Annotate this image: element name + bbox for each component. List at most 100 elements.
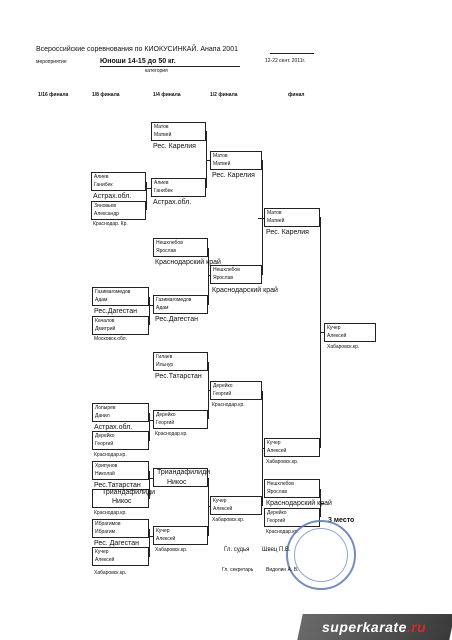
competitor-surname: Триандафилиди	[102, 489, 156, 496]
competitor-region: Рес.Татарстан	[94, 482, 141, 489]
competitor-firstname: Георгий	[267, 518, 286, 524]
competitor-firstname: Александр	[94, 211, 120, 217]
competitor-surname: Дерейко	[156, 412, 176, 418]
competitor-region: Рес. Карелия	[153, 143, 196, 150]
official-stamp-icon	[286, 520, 356, 590]
category-label: категория	[145, 68, 168, 74]
match-slot	[92, 489, 149, 508]
competitor-firstname: Алексей	[213, 506, 233, 512]
competitor-surname: Алиев	[154, 180, 169, 186]
champion-firstname: Алексей	[327, 333, 347, 339]
competitor-surname: Матов	[154, 124, 169, 130]
competitor-firstname: Дмитрий	[95, 326, 116, 332]
match-slot	[91, 172, 146, 191]
competitor-region: Краснодар. Кр.	[93, 221, 128, 227]
event-label: мероприятие	[36, 59, 67, 65]
bracket-line	[208, 506, 210, 507]
third-place-label: 3 место	[328, 517, 355, 524]
competitor-surname: Кучер	[213, 498, 227, 504]
competitor-region: Рес. Карелия	[212, 172, 255, 179]
champion-surname: Кучер	[327, 325, 341, 331]
bracket-line	[208, 478, 209, 536]
competitor-region: Краснодарский край	[212, 287, 278, 294]
match-slot	[264, 208, 320, 227]
competitor-firstname: Адам	[156, 305, 169, 311]
competitor-firstname: Ярослав	[267, 489, 288, 495]
watermark-logo: superkarate.ru	[322, 619, 426, 635]
competitor-surname: Матов	[267, 210, 282, 216]
competitor-firstname: Алексей	[95, 557, 115, 563]
competitor-surname: Лопырев	[95, 405, 116, 411]
match-slot	[92, 519, 149, 538]
match-slot	[210, 496, 262, 515]
match-slot	[151, 178, 206, 197]
bracket-line	[149, 529, 150, 557]
competitor-surname: Газимагомедов	[156, 297, 192, 303]
competitor-surname: Дерейко	[213, 383, 233, 389]
bracket-line	[262, 448, 264, 449]
match-slot	[92, 431, 149, 450]
bracket-line	[146, 182, 147, 210]
competitor-firstname: Матвей	[154, 132, 172, 138]
competitor-region: Хабаровск.кр.	[94, 570, 127, 576]
match-slot	[92, 547, 149, 566]
competitor-surname: Нешхлебов	[156, 240, 183, 246]
bracket-line	[149, 305, 153, 306]
competitor-surname: Кучер	[95, 549, 109, 555]
competitor-firstname: Никос	[167, 479, 187, 486]
bracket-line	[206, 131, 207, 188]
bracket-line	[149, 536, 153, 537]
competitor-surname: Дерейко	[95, 433, 115, 439]
competitor-surname: Кучер	[267, 440, 281, 446]
secretary-label: Гл. секретарь	[222, 567, 254, 573]
competitor-firstname: Адам	[95, 297, 108, 303]
bracket-line	[208, 275, 210, 276]
champion-region: Хабаровск.кр.	[327, 344, 360, 350]
tournament-title: Всероссийские соревнования по КИОКУСИНКА…	[36, 46, 238, 53]
match-slot	[153, 352, 208, 371]
competitor-region: Хабаровск.кр.	[266, 459, 299, 465]
competitor-firstname: Никос	[112, 498, 132, 505]
competitor-region: Рес.Татарстан	[155, 373, 202, 380]
competitor-region: Астрах.обл.	[153, 199, 192, 206]
bracket-line	[262, 160, 263, 275]
column-header: 1/4 финала	[153, 92, 181, 98]
bracket-line	[149, 420, 153, 421]
competitor-firstname: Ярослав	[156, 248, 177, 254]
column-header: финал	[288, 92, 305, 98]
champion-slot	[324, 323, 376, 342]
competitor-region: Краснодар.кр.	[155, 431, 188, 437]
competitor-region: Хабаровск.кр.	[155, 547, 188, 553]
competitor-surname: Нешхлебов	[213, 267, 240, 273]
match-slot	[153, 295, 208, 314]
competitor-firstname: Ярослав	[213, 275, 234, 281]
event-dates: 12-22 сент. 2011г.	[265, 58, 306, 64]
competitor-firstname: Ибрагим	[95, 529, 116, 535]
judge-label: Гл. судья	[224, 547, 250, 553]
competitor-surname: Триандафилиди	[157, 469, 211, 476]
competitor-region: Астрах.обл.	[94, 424, 133, 431]
competitor-region: Рес.Дагестан	[94, 308, 138, 315]
competitor-firstname: Николай	[95, 471, 115, 477]
third-place-slot	[264, 479, 320, 498]
competitor-surname: Алиев	[94, 174, 109, 180]
match-slot	[210, 151, 262, 170]
competitor-surname: Газимагомедов	[95, 289, 131, 295]
competitor-firstname: Ганибек	[94, 182, 113, 188]
competitor-firstname: Ильнур	[156, 362, 174, 368]
competitor-region: Краснодар.кр.	[266, 529, 299, 535]
competitor-region: Краснодарский край	[155, 259, 221, 266]
match-slot	[210, 265, 262, 284]
competitor-region: Рес. Дагестан	[94, 540, 139, 547]
bracket-line	[146, 188, 151, 189]
competitor-surname: Хрипунов	[95, 463, 118, 469]
watermark-suffix: .ru	[406, 619, 427, 635]
competitor-surname: Матов	[213, 153, 228, 159]
competitor-firstname: Ганибек	[154, 188, 173, 194]
competitor-region: Московск.обл.	[94, 336, 127, 342]
competitor-firstname: Матвей	[267, 218, 285, 224]
competitor-region: Рес. Карелия	[266, 229, 309, 236]
competitor-firstname: Георгий	[213, 391, 232, 397]
competitor-firstname: Алексей	[156, 536, 176, 542]
column-header: 1/16 финала	[38, 92, 69, 98]
